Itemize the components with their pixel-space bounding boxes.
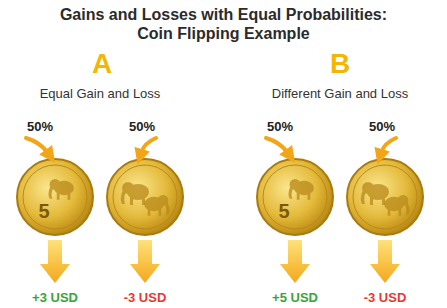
gain-amount: +5 USD bbox=[272, 290, 318, 305]
coin-value: 5 bbox=[278, 200, 289, 223]
outcome-arrows bbox=[40, 240, 400, 283]
gain-amount: +3 USD bbox=[32, 290, 78, 305]
coin-tails bbox=[107, 159, 423, 235]
probability-arrows bbox=[26, 138, 396, 153]
coin-heads bbox=[17, 159, 333, 235]
probability-label: 50% bbox=[267, 119, 293, 134]
section-letter: B bbox=[330, 48, 350, 80]
section-letter: A bbox=[92, 48, 112, 80]
section-subtitle: Equal Gain and Loss bbox=[40, 86, 161, 101]
probability-label: 50% bbox=[129, 119, 155, 134]
probability-label: 50% bbox=[27, 119, 53, 134]
loss-amount: -3 USD bbox=[364, 290, 407, 305]
section-subtitle: Different Gain and Loss bbox=[272, 86, 408, 101]
coin-value: 5 bbox=[38, 200, 49, 223]
probability-label: 50% bbox=[369, 119, 395, 134]
loss-amount: -3 USD bbox=[124, 290, 167, 305]
diagram-title: Gains and Losses with Equal Probabilitie… bbox=[48, 5, 399, 43]
